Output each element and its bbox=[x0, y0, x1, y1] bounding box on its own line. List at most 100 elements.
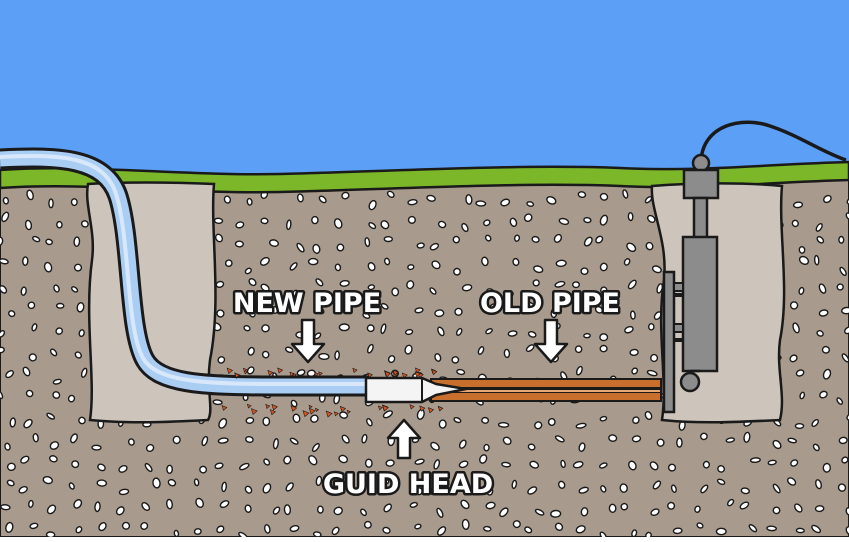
pebble bbox=[628, 460, 637, 471]
pebble bbox=[772, 483, 781, 494]
pebble bbox=[193, 528, 202, 535]
pebble bbox=[49, 455, 58, 463]
pebble bbox=[80, 220, 89, 228]
pebble bbox=[18, 485, 28, 494]
cable-connector bbox=[691, 153, 711, 173]
pebble bbox=[80, 367, 88, 378]
pebble bbox=[838, 235, 845, 244]
pebble bbox=[262, 416, 271, 427]
pebble bbox=[0, 285, 8, 294]
pebble bbox=[599, 192, 609, 201]
pebble bbox=[43, 261, 53, 273]
pebble bbox=[509, 217, 518, 227]
pebble bbox=[599, 262, 608, 272]
pebble bbox=[631, 367, 639, 375]
pebble bbox=[55, 302, 65, 309]
pebble bbox=[307, 257, 319, 266]
pebble bbox=[700, 484, 709, 494]
pebble bbox=[533, 265, 544, 274]
pebble bbox=[246, 366, 255, 375]
pebble bbox=[338, 323, 350, 332]
pebble bbox=[632, 416, 640, 425]
pebble bbox=[608, 503, 617, 513]
pebble bbox=[599, 415, 608, 422]
pebble bbox=[694, 505, 701, 513]
pebble bbox=[841, 456, 849, 464]
pebble bbox=[216, 309, 225, 318]
pebble bbox=[0, 236, 4, 246]
pebble bbox=[20, 455, 30, 464]
pebble bbox=[91, 444, 102, 451]
pebble bbox=[572, 301, 582, 312]
pebble bbox=[772, 506, 781, 515]
pebble bbox=[700, 432, 708, 441]
burst-debris bbox=[221, 367, 444, 418]
pebble bbox=[212, 399, 223, 406]
pebble bbox=[145, 443, 155, 453]
pebble bbox=[5, 370, 15, 379]
frame-plate bbox=[662, 270, 676, 414]
pebble bbox=[368, 222, 377, 230]
pebble bbox=[49, 348, 58, 357]
pebble bbox=[311, 442, 320, 453]
pebble bbox=[645, 241, 654, 251]
pebble bbox=[71, 460, 80, 469]
debris-shard bbox=[234, 372, 240, 379]
pebble bbox=[341, 191, 350, 200]
pebble bbox=[118, 488, 130, 496]
label-old-pipe: OLD PIPE bbox=[477, 286, 623, 364]
pebble bbox=[816, 330, 824, 337]
pebble bbox=[245, 416, 255, 425]
pebble bbox=[367, 262, 376, 272]
pebble bbox=[739, 501, 750, 510]
pebble bbox=[823, 194, 832, 204]
pebble bbox=[272, 506, 281, 515]
pebble bbox=[629, 348, 639, 357]
pebble bbox=[497, 421, 510, 428]
pebble bbox=[70, 198, 78, 207]
pebble bbox=[248, 308, 256, 318]
pebble bbox=[244, 504, 252, 513]
pebble bbox=[839, 266, 847, 277]
pebble bbox=[458, 439, 467, 449]
pebble bbox=[315, 475, 323, 487]
pebble bbox=[430, 441, 440, 451]
pebble bbox=[247, 346, 255, 356]
pebble bbox=[479, 454, 488, 464]
pebble bbox=[235, 221, 245, 229]
pebble bbox=[485, 328, 493, 335]
pebble bbox=[217, 437, 229, 444]
pebble bbox=[644, 411, 653, 420]
pebble bbox=[262, 482, 272, 494]
pebble bbox=[667, 463, 677, 472]
pebble bbox=[284, 346, 294, 354]
pebble bbox=[846, 196, 849, 205]
pebble bbox=[433, 459, 441, 470]
pebble bbox=[749, 457, 761, 464]
pebble bbox=[404, 344, 413, 355]
pebble bbox=[172, 435, 181, 445]
pebble bbox=[244, 267, 252, 275]
old-pipe bbox=[430, 378, 662, 402]
debris-shard bbox=[277, 367, 284, 374]
cylinder-cap bbox=[682, 168, 720, 200]
pebble bbox=[317, 307, 325, 315]
pebble bbox=[0, 258, 9, 265]
pebble bbox=[239, 462, 250, 471]
pebble bbox=[0, 346, 5, 354]
down-arrow-icon bbox=[533, 318, 569, 364]
pebble bbox=[406, 280, 415, 290]
pebble bbox=[167, 478, 177, 487]
pebble bbox=[786, 477, 797, 486]
pebble bbox=[6, 479, 15, 487]
pebble bbox=[434, 309, 445, 318]
pebble bbox=[213, 217, 224, 225]
pebble bbox=[96, 479, 108, 487]
pebble bbox=[426, 194, 436, 202]
pebble bbox=[341, 434, 350, 444]
pebble bbox=[452, 235, 461, 244]
pebble bbox=[772, 439, 782, 450]
pebble bbox=[798, 255, 810, 265]
pebble bbox=[24, 219, 33, 231]
pebble bbox=[312, 243, 321, 254]
